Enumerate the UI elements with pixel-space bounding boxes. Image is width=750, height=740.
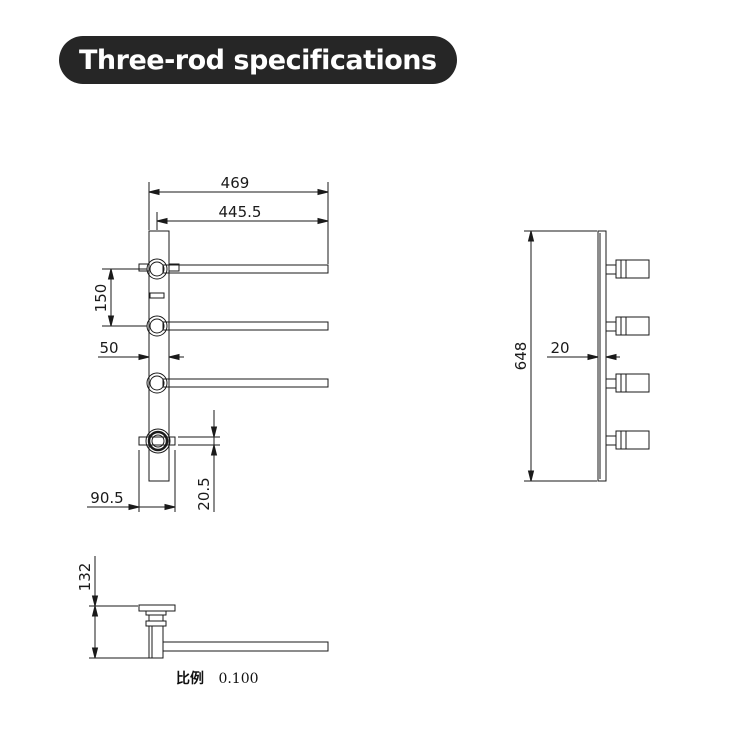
bottom-rod	[162, 641, 329, 652]
page-title: Three-rod specifications	[59, 36, 457, 84]
side-connector-1	[605, 259, 650, 279]
side-connector-2	[605, 316, 650, 336]
scale-value: 0.100	[218, 671, 259, 687]
title-text: Three-rod specifications	[79, 44, 437, 76]
bottom-view: 132	[76, 556, 329, 659]
top-bracket	[138, 263, 180, 272]
bottom-flange	[138, 604, 176, 612]
vertical-bar	[148, 230, 170, 482]
scale-note: 比例 0.100	[176, 668, 259, 688]
dim-base-offset	[87, 450, 176, 512]
towel-rod-2	[146, 315, 329, 337]
dim-label-bar-width: 50	[99, 339, 118, 357]
dim-label-projection: 132	[76, 563, 94, 592]
scale-label: 比例	[176, 671, 204, 687]
front-view: 469 445.5 150 50 90.5 20.5	[87, 174, 329, 512]
dim-label-rod-length: 445.5	[219, 203, 262, 221]
dim-projection	[89, 556, 149, 659]
dim-bar-width	[98, 353, 184, 361]
dim-label-rod-spacing: 150	[92, 284, 110, 313]
dim-rod-length	[156, 212, 329, 230]
side-bar	[597, 230, 607, 482]
dim-depth	[547, 353, 620, 361]
side-connector-3	[605, 373, 650, 393]
dim-label-base-offset: 90.5	[90, 489, 123, 507]
dim-label-overall-width: 469	[221, 174, 250, 192]
bar-slot	[149, 292, 165, 299]
side-view: 648 20	[512, 230, 650, 482]
towel-rod-1	[146, 258, 329, 280]
towel-rod-3	[146, 372, 329, 394]
dim-bottom-offset	[178, 410, 220, 512]
dim-rod-spacing	[102, 268, 147, 327]
bottom-base	[138, 428, 176, 454]
side-connector-4	[605, 430, 650, 450]
dim-overall-width	[148, 182, 329, 264]
dim-height	[524, 230, 597, 482]
dim-label-height: 648	[512, 342, 530, 371]
dim-label-bottom-offset: 20.5	[195, 477, 213, 510]
dim-label-depth: 20	[550, 339, 569, 357]
